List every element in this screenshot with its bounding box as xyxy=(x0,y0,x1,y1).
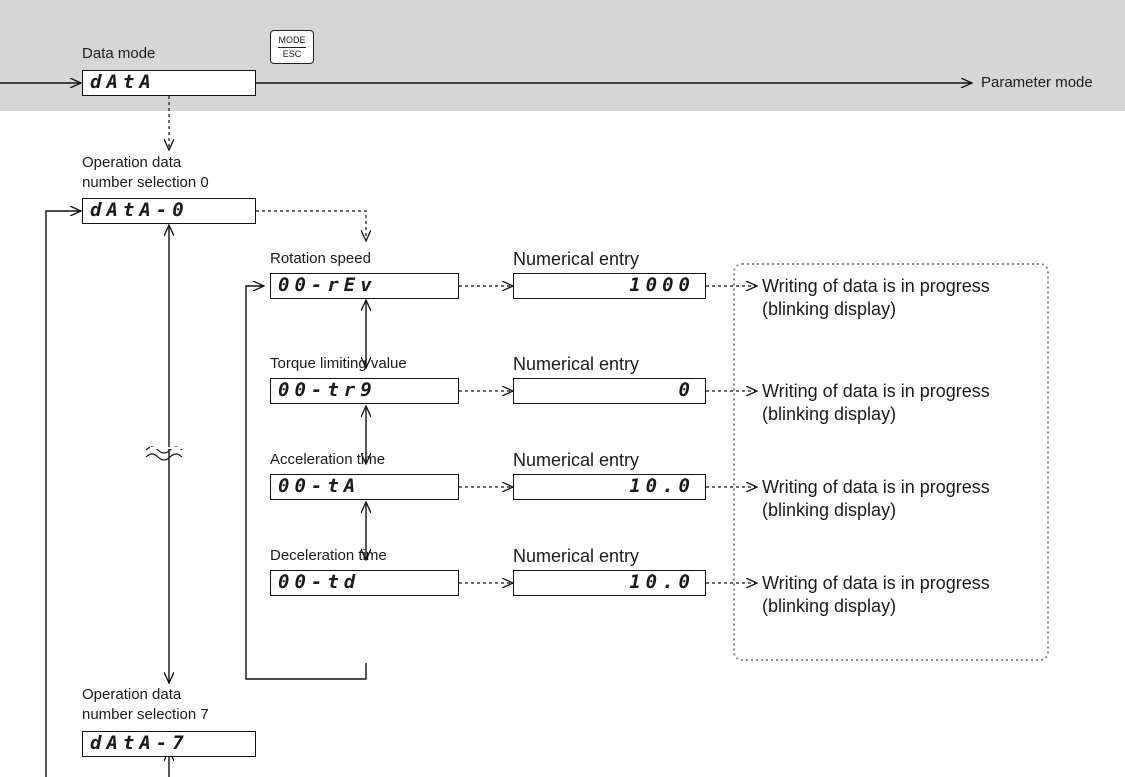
numerical-entry-display: 10.0 xyxy=(513,474,706,500)
esc-key-label: ESC xyxy=(282,49,302,59)
result-group-frame xyxy=(733,263,1049,661)
selection7-label-line2: number selection 7 xyxy=(82,706,209,723)
numerical-entry-label: Numerical entry xyxy=(513,450,640,470)
loop-line xyxy=(45,211,81,777)
data-mode-display: dAtA xyxy=(82,70,256,96)
selection0-display: dAtA-0 xyxy=(82,198,256,224)
writing-status-line2: (blinking display) xyxy=(762,596,897,616)
selection7-label-line1: Operation data xyxy=(82,686,182,703)
writing-status-line2: (blinking display) xyxy=(762,299,897,319)
selection7-display: dAtA-7 xyxy=(82,731,256,757)
writing-status-line2: (blinking display) xyxy=(762,404,897,424)
numerical-entry-label: Numerical entry xyxy=(513,354,640,374)
selection0-label-line2: number selection 0 xyxy=(82,174,209,191)
numerical-entry-label: Numerical entry xyxy=(513,249,640,269)
writing-status-line1: Writing of data is in progress xyxy=(762,276,990,296)
parameter-mode-label: Parameter mode xyxy=(981,74,1093,91)
item-display: 00-tr9 xyxy=(270,378,459,404)
selection0-label-line1: Operation data xyxy=(82,154,182,171)
item-label: Torque limiting value xyxy=(270,355,407,372)
item-display: 00-rEv xyxy=(270,273,459,299)
writing-status-line1: Writing of data is in progress xyxy=(762,573,990,593)
numerical-entry-display: 10.0 xyxy=(513,570,706,596)
mode-esc-key[interactable]: MODE ESC xyxy=(270,30,314,64)
item-display: 00-td xyxy=(270,570,459,596)
key-divider xyxy=(278,47,306,48)
writing-status-line2: (blinking display) xyxy=(762,500,897,520)
mode-key-label: MODE xyxy=(278,35,306,45)
numerical-entry-display: 0 xyxy=(513,378,706,404)
item-display: 00-tA xyxy=(270,474,459,500)
item-label: Deceleration time xyxy=(270,547,387,564)
numerical-entry-display: 1000 xyxy=(513,273,706,299)
numerical-entry-label: Numerical entry xyxy=(513,546,640,566)
item-label: Rotation speed xyxy=(270,250,371,267)
writing-status-line1: Writing of data is in progress xyxy=(762,477,990,497)
item-label: Acceleration time xyxy=(270,451,386,468)
data-mode-label: Data mode xyxy=(82,45,156,62)
writing-status-line1: Writing of data is in progress xyxy=(762,381,990,401)
